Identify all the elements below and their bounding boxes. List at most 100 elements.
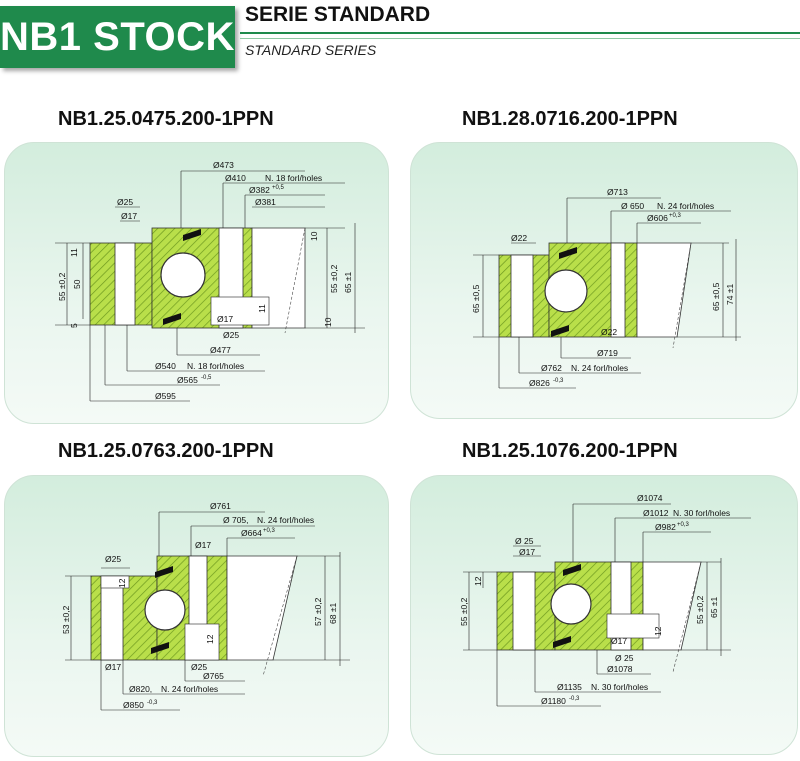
dim-765: Ø765 xyxy=(203,671,224,681)
dim-1180: Ø1180 xyxy=(541,696,566,706)
dim-540-holes: N. 18 forl/holes xyxy=(187,361,244,371)
dim-820-holes: N. 24 forl/holes xyxy=(161,684,218,694)
dim-h55: 55 ±0,2 xyxy=(329,264,339,293)
seal-bottom xyxy=(151,642,169,654)
seal-bottom xyxy=(163,313,181,325)
dim-826: Ø826 xyxy=(529,378,550,388)
dim-h65: 65 ±0,5 xyxy=(711,282,721,311)
dim-565-tol: -0,5 xyxy=(201,375,212,381)
drawing-panel-3: Ø761 Ø 705, N. 24 forl/holes Ø664 +0,3 Ø… xyxy=(4,475,389,757)
bearing-drawing-1: Ø473 Ø410 N. 18 forl/holes Ø382 +0,5 Ø38… xyxy=(55,160,365,402)
dim-1135-holes: N. 30 forl/holes xyxy=(591,682,648,692)
seal-bottom xyxy=(551,325,569,337)
dim-h10a: 10 xyxy=(309,231,319,241)
ball xyxy=(144,589,186,631)
dim-762-holes: N. 24 forl/holes xyxy=(571,363,628,373)
dim-h65: 65 ±1 xyxy=(709,597,719,618)
dim-477: Ø477 xyxy=(210,345,231,355)
dim-inner-22: Ø22 xyxy=(601,327,617,337)
dim-705: Ø 705, xyxy=(223,515,249,525)
dim-595: Ø595 xyxy=(155,391,176,401)
dim-bolt-17: Ø17 xyxy=(519,547,535,557)
dim-left-11: 11 xyxy=(69,248,79,257)
dim-bolt-25: Ø 25 xyxy=(515,536,534,546)
dim-1078: Ø1078 xyxy=(607,664,633,674)
drawing-panel-4: Ø1074 Ø1012 N. 30 forl/holes Ø982 +0,3 Ø… xyxy=(410,475,798,755)
dim-h65: 65 ±1 xyxy=(343,272,353,293)
dim-h57: 57 ±0,2 xyxy=(313,597,323,626)
seal-top xyxy=(155,566,173,578)
dim-h12b: 12 xyxy=(205,634,215,644)
dim-h12a: 12 xyxy=(117,578,127,588)
dim-h12: 12 xyxy=(653,626,663,636)
header-rule-thin xyxy=(240,38,800,39)
dim-inner-25: Ø25 xyxy=(223,330,239,340)
dim-bolt-25: Ø25 xyxy=(105,554,121,564)
dim-bolt-17-bottom: Ø17 xyxy=(105,662,121,672)
dim-381: Ø381 xyxy=(255,197,276,207)
dim-705-holes: N. 24 forl/holes xyxy=(257,515,314,525)
dim-inner-25: Ø25 xyxy=(191,662,207,672)
dim-650: Ø 650 xyxy=(621,201,644,211)
ball xyxy=(160,252,206,298)
dim-1135: Ø1135 xyxy=(557,682,582,692)
dim-left-50: 50 xyxy=(72,279,82,289)
dim-473: Ø473 xyxy=(213,160,234,170)
model-title-4: NB1.25.1076.200-1PPN xyxy=(462,440,678,462)
dim-719: Ø719 xyxy=(597,348,618,358)
model-title-2: NB1.28.0716.200-1PPN xyxy=(462,108,678,130)
dim-1074: Ø1074 xyxy=(637,493,663,503)
dim-h55: 55 ±0,2 xyxy=(695,595,705,624)
dim-bolt-22: Ø22 xyxy=(511,233,527,243)
dim-h68: 68 ±1 xyxy=(328,603,338,624)
header-title: SERIE STANDARD xyxy=(245,3,431,26)
dim-664: Ø664 xyxy=(241,528,262,538)
dim-bolt-17-top: Ø17 xyxy=(195,540,211,550)
dim-1180-tol: -0,3 xyxy=(569,696,580,702)
dim-713: Ø713 xyxy=(607,187,628,197)
drawing-panel-2: Ø713 Ø 650 N. 24 forl/holes Ø606 +0,3 Ø2… xyxy=(410,142,798,419)
dim-h74: 74 ±1 xyxy=(725,284,735,305)
dim-inner-25: Ø 25 xyxy=(615,653,634,663)
seal-top xyxy=(183,229,201,241)
dim-inner-17: Ø17 xyxy=(217,314,233,324)
seal-bottom xyxy=(553,636,571,648)
header-rule xyxy=(240,32,800,34)
dim-606: Ø606 xyxy=(647,213,668,223)
dim-982: Ø982 xyxy=(655,522,676,532)
dim-inner-11: 11 xyxy=(257,304,267,313)
outer-bolt-hole xyxy=(512,571,536,651)
dim-382: Ø382 xyxy=(249,185,270,195)
dim-left-12: 12 xyxy=(473,576,483,586)
dim-982-tol: +0,3 xyxy=(677,522,690,528)
dim-382-tol: +0,5 xyxy=(272,185,285,191)
dim-540: Ø540 xyxy=(155,361,176,371)
dim-826-tol: -0,3 xyxy=(553,378,564,384)
dim-410-holes: N. 18 forl/holes xyxy=(265,173,322,183)
dim-762: Ø762 xyxy=(541,363,562,373)
model-title-3: NB1.25.0763.200-1PPN xyxy=(58,440,274,462)
seal-top xyxy=(559,247,577,259)
dim-h10b: 10 xyxy=(323,317,333,327)
dim-left-5: 5 xyxy=(69,323,79,328)
dim-650-holes: N. 24 forl/holes xyxy=(657,201,714,211)
dim-761: Ø761 xyxy=(210,501,231,511)
dim-inner-17: Ø17 xyxy=(611,636,627,646)
dim-664-tol: +0,3 xyxy=(263,528,276,534)
dim-820: Ø820, xyxy=(129,684,152,694)
dim-606-tol: +0,3 xyxy=(669,213,682,219)
dim-left-55: 55 ±0,2 xyxy=(57,272,67,301)
bearing-drawing-4: Ø1074 Ø1012 N. 30 forl/holes Ø982 +0,3 Ø… xyxy=(459,493,751,707)
dim-bolt-17: Ø17 xyxy=(121,211,137,221)
nb1-stock-badge: NB1 STOCK xyxy=(0,6,235,68)
outer-bolt-hole xyxy=(114,242,136,326)
inner-bolt-hole xyxy=(610,242,626,338)
dim-850: Ø850 xyxy=(123,700,144,710)
seal-top xyxy=(563,564,581,576)
outer-bolt-hole xyxy=(510,254,534,338)
ball xyxy=(544,269,588,313)
header-subtitle: STANDARD SERIES xyxy=(245,42,377,58)
model-title-1: NB1.25.0475.200-1PPN xyxy=(58,108,274,130)
dim-left-55: 55 ±0,2 xyxy=(459,597,469,626)
bearing-drawing-3: Ø761 Ø 705, N. 24 forl/holes Ø664 +0,3 Ø… xyxy=(61,501,350,711)
